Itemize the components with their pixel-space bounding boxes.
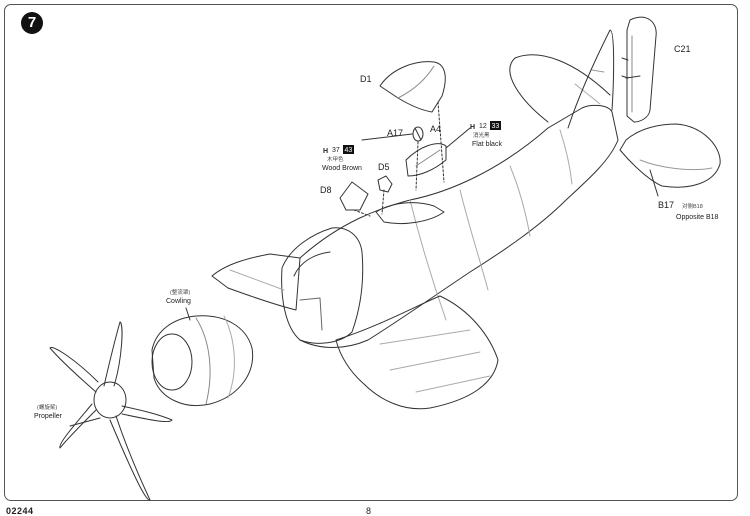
- prop-blade-3: [121, 405, 173, 423]
- paint-code: 37: [332, 147, 340, 154]
- cockpit-opening: [375, 202, 445, 225]
- paint-name-en: Wood Brown: [322, 165, 362, 172]
- footer-page-number: 8: [366, 506, 372, 516]
- fuselage: [299, 104, 619, 348]
- forward-fuselage: [281, 227, 364, 344]
- part-d8: [339, 181, 369, 211]
- rudder-c21: [626, 16, 657, 123]
- paint-code: 12: [479, 123, 487, 130]
- prop-blade-1: [103, 321, 123, 387]
- propeller-label-cn: (螺旋桨): [37, 403, 57, 411]
- label-d8: D8: [320, 185, 332, 195]
- paint-code-badge: 43: [345, 147, 353, 154]
- right-stabilizer-b17: [619, 123, 721, 188]
- propeller-label-en: Propeller: [34, 413, 63, 420]
- label-b17: B17: [658, 200, 674, 210]
- step-number-badge: 7: [21, 12, 43, 34]
- label-a17: A17: [387, 128, 403, 138]
- part-d5: [377, 175, 393, 193]
- label-d5: D5: [378, 162, 390, 172]
- paint-name-en: Flat black: [472, 141, 502, 148]
- footer-kit-code: 02244: [6, 506, 34, 516]
- part-a4: [405, 143, 447, 177]
- label-a4: A4: [430, 124, 441, 134]
- opposite-label-en: Opposite B18: [676, 214, 719, 221]
- part-a17: [412, 126, 424, 142]
- paint-name-cn: 木甲色: [327, 155, 344, 163]
- paint-code-badge: 33: [492, 123, 500, 130]
- paint-callout-flat-black: H 12 33 消光黑 Flat black: [470, 121, 502, 148]
- prop-blade-2: [49, 346, 99, 393]
- paint-letter: H: [323, 148, 328, 155]
- opposite-label-cn: 对侧B18: [682, 202, 703, 210]
- label-d1: D1: [360, 74, 372, 84]
- left-wing: [211, 253, 301, 311]
- vertical-fin: [567, 29, 615, 129]
- paint-name-cn: 消光黑: [473, 131, 490, 139]
- step-frame: [4, 4, 738, 501]
- cowling-label-en: Cowling: [166, 298, 191, 305]
- paint-letter: H: [470, 124, 475, 131]
- cowling-label-cn: (整流罩): [170, 288, 190, 296]
- left-stabilizer: [509, 54, 611, 123]
- cowling: [151, 315, 254, 406]
- propeller-hub: [93, 381, 127, 419]
- paint-code-badge-bg: [343, 145, 354, 154]
- paint-callout-wood-brown: H 37 43 木甲色 Wood Brown: [322, 145, 362, 172]
- prop-blade-5: [109, 415, 151, 501]
- prop-blade-4: [59, 403, 97, 449]
- canopy-d1: [379, 61, 446, 113]
- label-c21: C21: [674, 44, 691, 54]
- right-wing: [335, 295, 499, 410]
- paint-code-badge-bg: [490, 121, 501, 130]
